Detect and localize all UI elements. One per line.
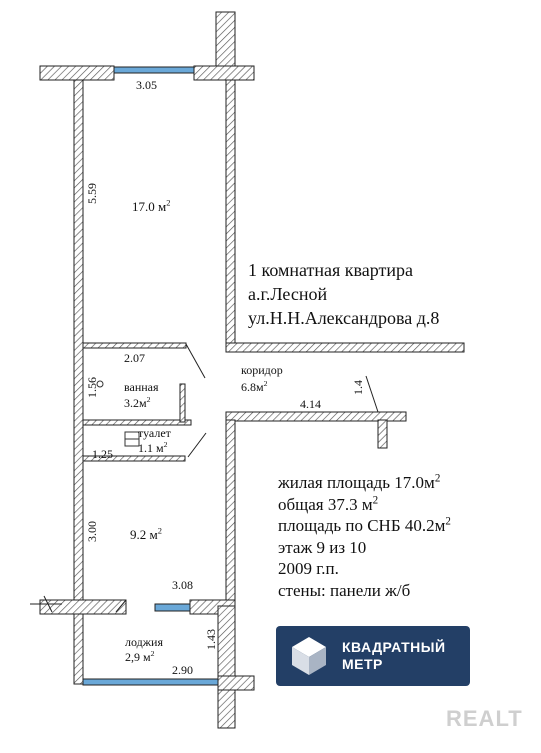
- address-line-3: ул.Н.Н.Александрова д.8: [248, 308, 440, 328]
- door-corridor: [365, 375, 379, 413]
- realt-watermark: REALT: [446, 706, 523, 731]
- dim-kitchen-length: 3.00: [85, 521, 99, 542]
- dim-toilet-width: 1.25: [92, 447, 113, 461]
- living-room-area: 17.0 м2: [132, 197, 171, 214]
- door-toilet: [187, 432, 207, 458]
- door-loggia: [115, 599, 127, 613]
- dim-bath-height: 1.56: [85, 377, 99, 398]
- living-area-line: жилая площадь 17.0м2: [278, 472, 441, 492]
- kvadratny-metr-logo: КВАДРАТНЫЙ МЕТР: [276, 626, 470, 686]
- wall-corridor-stub: [377, 419, 388, 449]
- wall-corridor-top: [225, 342, 465, 353]
- logo-line-1: КВАДРАТНЫЙ: [342, 639, 446, 655]
- door-bath: [185, 343, 206, 379]
- wall-bottom-stub-v: [217, 689, 236, 729]
- wall-toilet-bottom: [82, 455, 186, 462]
- wall-right-living: [225, 79, 236, 347]
- address-line-2: а.г.Лесной: [248, 284, 328, 304]
- dim-corridor-width: 1.4: [351, 380, 365, 395]
- window-living: [113, 66, 195, 74]
- doors: [115, 343, 379, 613]
- walls-line: стены: панели ж/б: [278, 580, 411, 600]
- wall-bottom-stub-h: [217, 675, 255, 691]
- floor-line: этаж 9 из 10: [278, 537, 367, 557]
- wall-left: [73, 79, 84, 601]
- bath-room-name: ванная: [124, 380, 159, 394]
- dim-kitchen-width: 3.08: [172, 578, 193, 592]
- wall-loggia-side-left: [73, 613, 84, 685]
- loggia-room-area: 2,9 м2: [125, 649, 155, 664]
- window-loggia: [82, 678, 219, 686]
- dim-loggia-depth: 1.43: [204, 629, 218, 650]
- kitchen-room-area: 9.2 м2: [130, 525, 162, 542]
- dim-corridor-length: 4.14: [300, 397, 321, 411]
- loggia-room-name: лоджия: [125, 635, 163, 649]
- dim-top-width: 3.05: [136, 78, 157, 92]
- details-block: жилая площадь 17.0м2 общая 37.3 м2 площа…: [278, 472, 451, 601]
- corridor-room-area: 6.8м2: [241, 379, 268, 394]
- dim-living-length: 5.59: [85, 183, 99, 204]
- toilet-room-name: туалет: [138, 426, 171, 440]
- dim-bath-width: 2.07: [124, 351, 145, 365]
- total-area-line: общая 37.3 м2: [278, 493, 379, 514]
- snb-area-line: площадь по СНБ 40.2м2: [278, 515, 451, 535]
- toilet-room-area: 1.1 м2: [138, 440, 168, 455]
- logo-line-2: МЕТР: [342, 656, 383, 672]
- wall-bath-bottom: [82, 419, 192, 426]
- cube-logo-icon: [292, 637, 326, 675]
- wall-right-kitchen: [225, 419, 236, 607]
- logo-text: КВАДРАТНЫЙ МЕТР: [342, 639, 446, 673]
- wall-loggia-left: [39, 599, 127, 615]
- wall-bath-top: [82, 342, 187, 349]
- bath-room-area: 3.2м2: [124, 395, 151, 410]
- wall-corridor-bottom: [225, 411, 407, 422]
- corridor-room-name: коридор: [241, 363, 283, 377]
- wall-bath-right: [179, 383, 186, 423]
- wall-top-right: [193, 65, 255, 81]
- sink-icon: [96, 380, 104, 388]
- year-line: 2009 г.п.: [278, 559, 339, 578]
- window-kitchen: [154, 603, 191, 612]
- wall-top-left: [39, 65, 115, 81]
- address-line-1: 1 комнатная квартира: [248, 260, 414, 280]
- dim-loggia-width: 2.90: [172, 663, 193, 677]
- break-marker: [30, 595, 62, 613]
- wall-loggia-side-right: [217, 605, 236, 681]
- address-block: 1 комнатная квартира а.г.Лесной ул.Н.Н.А…: [248, 258, 439, 330]
